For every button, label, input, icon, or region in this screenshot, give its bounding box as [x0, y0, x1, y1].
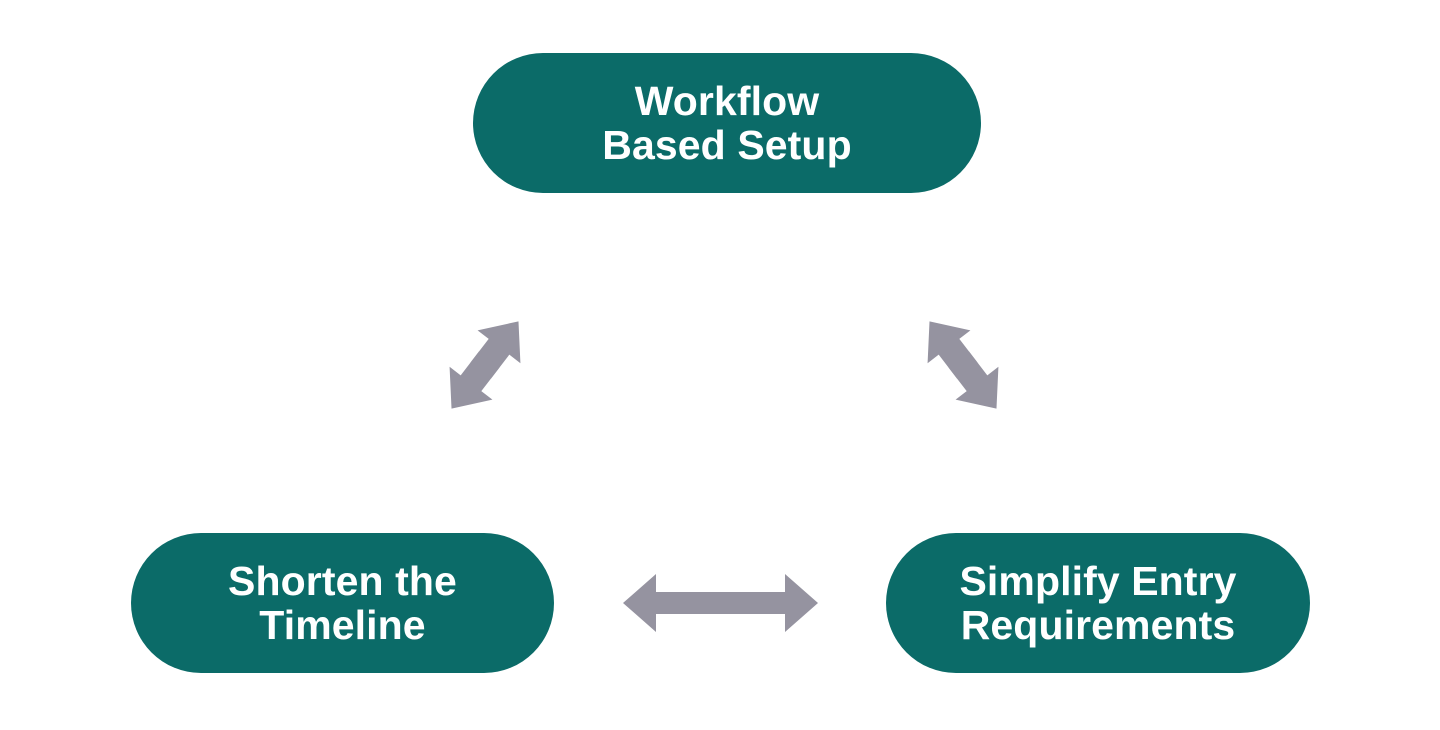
node-workflow-based-setup[interactable]: Workflow Based Setup [473, 53, 981, 193]
double-headed-arrow-icon-left-diagonal [449, 321, 521, 409]
node-label-line-1: Workflow [634, 77, 820, 124]
node-label-line-1: Shorten the [228, 557, 457, 604]
node-simplify-entry-requirements[interactable]: Simplify Entry Requirements [886, 533, 1310, 673]
arrow-body [623, 574, 818, 632]
node-label-line-2: Based Setup [602, 122, 852, 168]
double-headed-arrow-icon-horizontal [623, 574, 818, 632]
node-label-line-1: Simplify Entry [959, 557, 1237, 604]
node-shorten-the-timeline[interactable]: Shorten the Timeline [131, 533, 554, 673]
node-label-line-2: Requirements [960, 602, 1236, 648]
arrow-head-upper [927, 321, 978, 379]
node-label-line-2: Timeline [259, 602, 426, 648]
arrow-head-lower [449, 351, 500, 409]
double-headed-arrow-icon-right-diagonal [927, 321, 999, 409]
